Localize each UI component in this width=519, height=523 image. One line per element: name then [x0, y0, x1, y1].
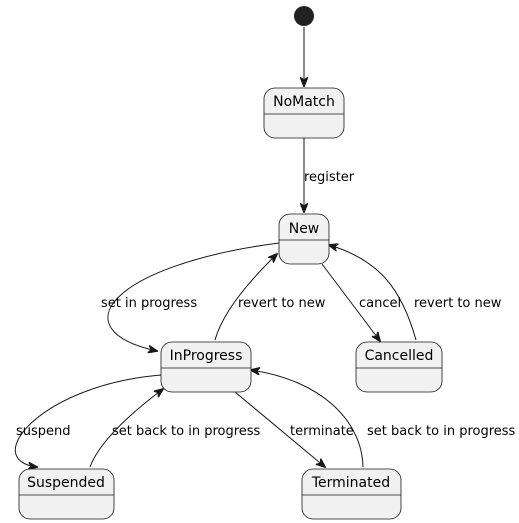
- label-set-back-from-suspended: set back to in progress: [112, 424, 261, 439]
- state-terminated: Terminated: [301, 468, 402, 520]
- edge-set-in-progress: [107, 242, 280, 351]
- state-suspended: Suspended: [18, 468, 115, 520]
- edge-set-back-from-suspended: [89, 389, 163, 468]
- edges: [14, 27, 417, 468]
- edge-suspend: [14, 374, 162, 467]
- label-register: register: [304, 170, 355, 185]
- edge-revert-to-new-from-inprogress: [214, 254, 277, 341]
- edge-revert-to-new-from-cancelled: [329, 245, 417, 341]
- label-cancel: cancel: [359, 296, 401, 311]
- state-inprogress-label: InProgress: [170, 348, 243, 364]
- label-revert-to-new-from-inprogress: revert to new: [238, 296, 326, 311]
- state-suspended-label: Suspended: [27, 475, 105, 491]
- state-cancelled: Cancelled: [355, 341, 443, 393]
- label-terminate: terminate: [290, 424, 354, 439]
- state-nomatch-label: NoMatch: [273, 94, 335, 110]
- state-cancelled-label: Cancelled: [365, 348, 434, 364]
- initial-state-dot: [294, 6, 314, 26]
- edge-set-back-from-terminated: [251, 370, 364, 468]
- label-set-in-progress: set in progress: [101, 296, 197, 311]
- edge-labels: register set in progress revert to new c…: [16, 170, 516, 439]
- state-new-label: New: [289, 221, 320, 237]
- edge-terminate: [234, 391, 325, 467]
- state-inprogress: InProgress: [160, 341, 252, 393]
- state-terminated-label: Terminated: [311, 475, 390, 491]
- edge-cancel: [321, 263, 380, 341]
- state-nomatch: NoMatch: [263, 87, 345, 139]
- label-suspend: suspend: [16, 424, 71, 439]
- label-revert-to-new-from-cancelled: revert to new: [414, 296, 502, 311]
- state-new: New: [278, 213, 330, 265]
- label-set-back-from-terminated: set back to in progress: [367, 424, 516, 439]
